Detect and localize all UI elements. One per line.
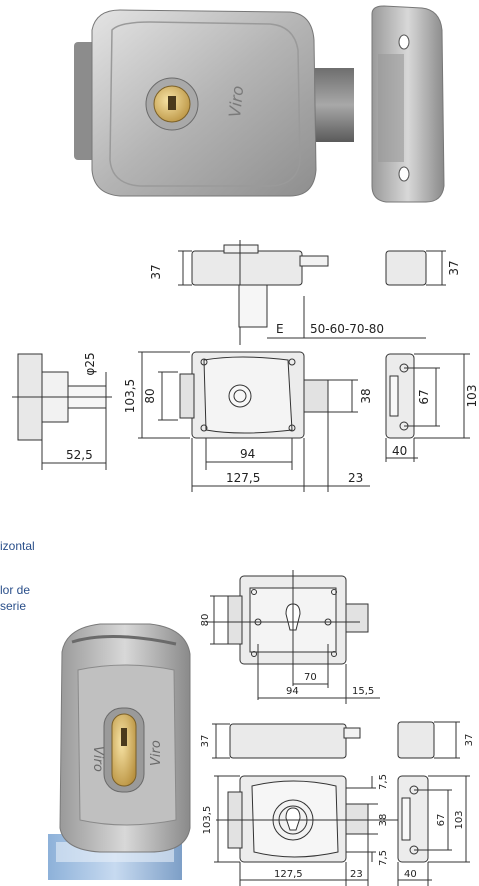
dim-b-keeper-holes: 67 [436,814,447,827]
dim-b-height-left: 37 [200,735,211,748]
dim-b-bolt-height: 38 [378,814,389,827]
caption-line-1: izontal [0,539,35,553]
dim-b-body-height: 103,5 [202,806,213,835]
dim-b-mount-height: 80 [200,614,211,627]
lock-photo-top: Viro [74,5,445,203]
dimension-labels-bottom: 80 70 94 15,5 37 37 103,5 7,5 7,5 38 67 … [200,614,475,880]
dim-bolt-label: E [276,322,284,336]
dimension-labels-top: 37 37 E 50-60-70-80 φ25 52,5 103,5 80 38… [66,260,479,485]
dim-b-outer-distance: 94 [286,686,299,697]
dim-b-keeper-width: 40 [404,869,417,880]
dim-inner-height: 80 [143,388,157,403]
brand-logo-photo: Viro [225,85,247,119]
brand-logo-photo-right: Viro [149,740,164,766]
brand-logo-photo-left: Viro [90,746,105,772]
dim-keeper-width: 40 [392,444,407,458]
dim-keeper-height: 103 [465,385,479,408]
dim-b-height-right: 37 [464,734,475,747]
dim-bolt-options: 50-60-70-80 [310,322,384,336]
dim-body-width: 127,5 [226,471,260,485]
dim-height-top-right: 37 [447,260,461,275]
drawing-top-view [12,240,470,492]
dim-b-keeper-height: 103 [454,810,465,829]
dim-height-top-left: 37 [149,264,163,279]
dim-cylinder-length: 52,5 [66,448,93,462]
dim-body-height: 103,5 [123,379,137,413]
caption-line-3: serie [0,599,27,613]
lock-photo-bottom: Viro Viro [48,623,191,880]
dim-holes-width: 94 [240,447,255,461]
dim-b-bolt-projection: 23 [350,869,363,880]
dim-cylinder-diameter: φ25 [83,352,97,375]
dim-keeper-holes: 67 [417,389,431,404]
dim-b-lower-gap: 7,5 [378,850,389,866]
lock-body-photo [91,9,317,197]
dim-bolt-projection: 23 [348,471,363,485]
caption-line-2: lor de [0,583,31,597]
drawing-bottom-view [206,570,470,886]
dim-b-body-width: 127,5 [274,869,303,880]
dim-b-upper-gap: 7,5 [378,774,389,790]
dim-bolt-height: 38 [359,388,373,403]
dim-b-inner-distance: 70 [304,672,317,683]
dim-b-offset: 15,5 [352,686,374,697]
